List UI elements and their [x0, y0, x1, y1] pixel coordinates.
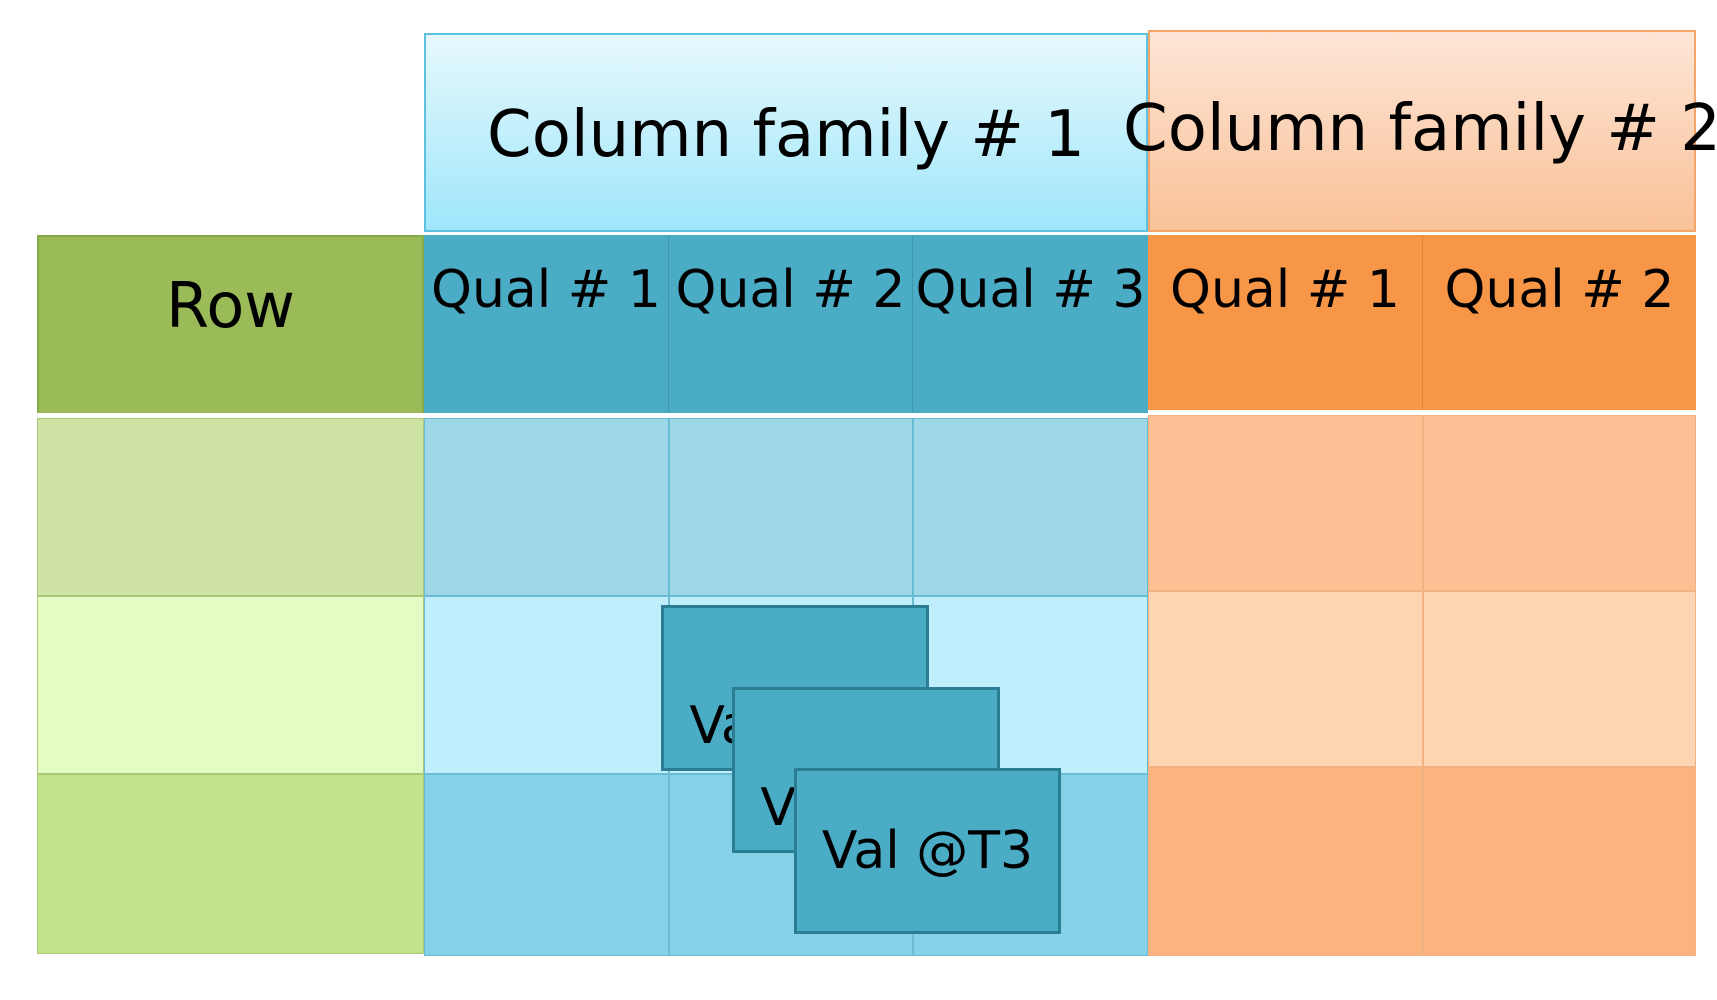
column-family-2-header: Column family # 2: [1123, 30, 1717, 232]
cf2-qualifier-1-header: Qual # 1: [1148, 235, 1423, 413]
cf1-cell: [913, 418, 1148, 596]
cf2-qualifier-2-header: Qual # 2: [1423, 235, 1696, 413]
header-divider-right: [1148, 410, 1696, 415]
cf1-qualifier-1-header: Qual # 1: [424, 235, 669, 415]
cf1-cell: [669, 418, 913, 596]
cf1-cell: [424, 418, 669, 596]
row-header: Row: [37, 235, 424, 415]
row-cell-2: [37, 596, 424, 774]
header-divider-left: [37, 413, 1148, 418]
cf1-qualifier-3-label: Qual # 3: [915, 260, 1146, 320]
cf1-qualifier-3-header: Qual # 3: [913, 235, 1148, 415]
row-cell-3: [37, 774, 424, 954]
cf2-qualifier-1-label: Qual # 1: [1170, 260, 1400, 320]
cf2-cell: [1423, 767, 1696, 956]
cf1-cell: [424, 596, 669, 774]
cf2-cell: [1423, 591, 1696, 767]
value-version-t3: Val @T3: [794, 768, 1061, 934]
cf2-cell: [1148, 415, 1423, 591]
cf1-qualifier-2-header: Qual # 2: [669, 235, 913, 415]
column-family-2-label: Column family # 2: [1123, 92, 1717, 166]
column-family-1-label: Column family # 1: [487, 97, 1085, 172]
row-header-label: Row: [166, 268, 295, 342]
cf2-qualifier-2-label: Qual # 2: [1444, 260, 1675, 320]
cf2-cell: [1148, 767, 1423, 956]
cf2-cell: [1148, 591, 1423, 767]
cf1-qualifier-2-label: Qual # 2: [675, 260, 906, 320]
column-family-1-header: Column family # 1: [424, 33, 1148, 232]
cf1-cell: [424, 774, 669, 956]
value-version-t3-label: Val @T3: [821, 821, 1034, 881]
row-cell-1: [37, 418, 424, 596]
cf1-qualifier-1-label: Qual # 1: [431, 260, 661, 320]
cf2-cell: [1423, 415, 1696, 591]
